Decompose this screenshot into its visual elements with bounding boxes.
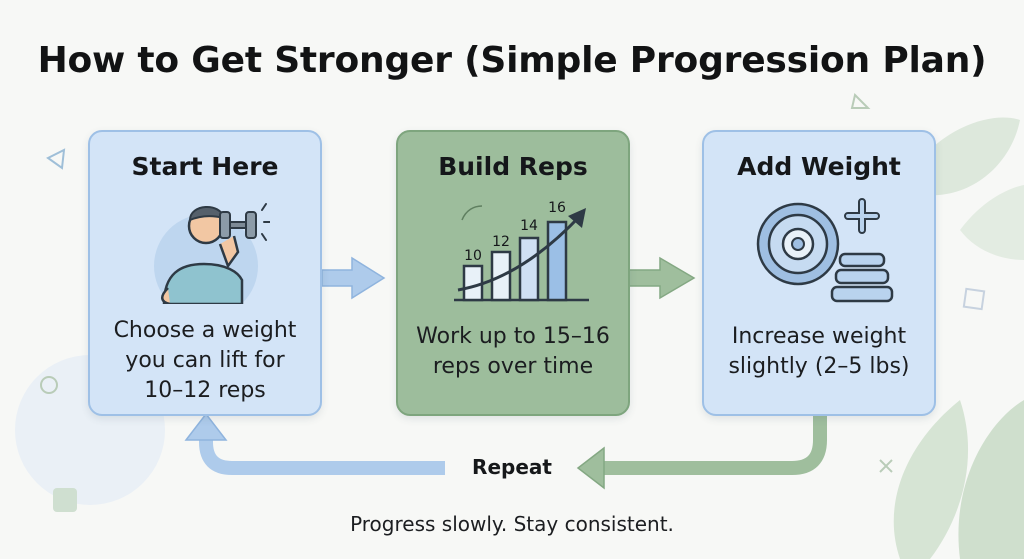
chart-label-14: 14 [520, 218, 538, 234]
weight-plate-plus-icon [756, 198, 894, 303]
step-description: Increase weight slightly (2–5 lbs) [728, 324, 910, 379]
rising-bar-chart-icon: 10 12 14 16 [454, 200, 589, 302]
dumbbell-curl-icon [154, 203, 270, 304]
step-card-start-here: Start Here Choose a weight you can lift … [88, 130, 322, 416]
repeat-label: Repeat [472, 455, 552, 479]
footer-tagline: Progress slowly. Stay consistent. [350, 512, 674, 536]
step-description: Work up to 15–16 reps over time [416, 324, 610, 379]
chart-label-10: 10 [464, 248, 482, 264]
step-description: Choose a weight you can lift for 10–12 r… [113, 318, 297, 403]
chart-label-12: 12 [492, 234, 510, 250]
chart-label-16: 16 [548, 200, 566, 216]
step-title: Build Reps [438, 152, 588, 181]
step-title: Add Weight [737, 152, 901, 181]
page-title: How to Get Stronger (Simple Progression … [37, 40, 987, 81]
step-card-add-weight: Add Weight Increase weight slightly (2–5… [702, 130, 936, 416]
step-title: Start Here [131, 152, 279, 181]
loop-arrow-green [600, 416, 827, 475]
arrow-build-to-add [628, 256, 696, 300]
step-card-build-reps: Build Reps 10 12 14 16 Work up to 15–16 … [396, 130, 630, 416]
loop-arrow-blue [199, 436, 445, 475]
arrow-start-to-build [321, 256, 386, 300]
